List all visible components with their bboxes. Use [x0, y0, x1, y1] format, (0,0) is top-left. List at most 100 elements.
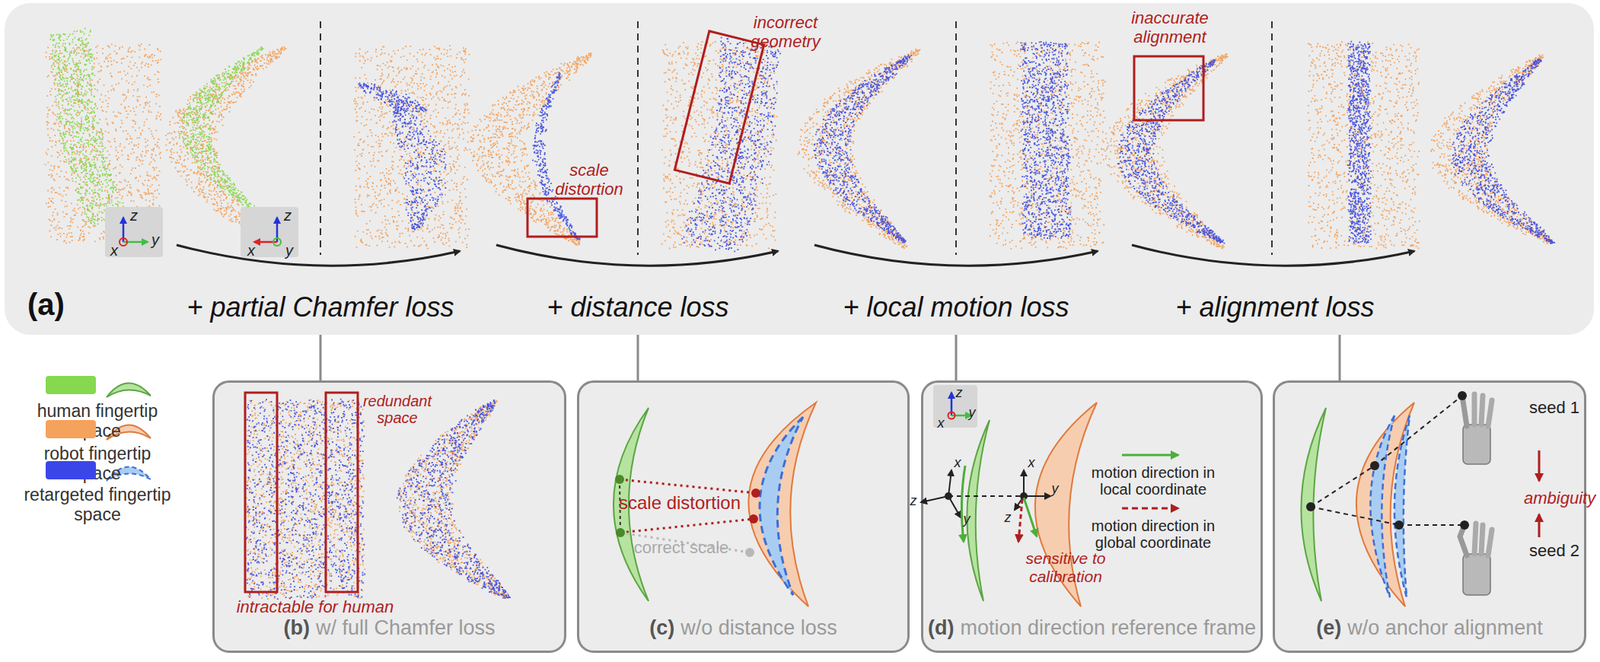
- point: [1370, 461, 1380, 471]
- robot-finger: [1481, 395, 1483, 425]
- caption: (c)w/o distance loss: [579, 617, 908, 641]
- legend-note: motion direction in global coordinate: [1084, 517, 1222, 552]
- seed-label: seed 2: [1527, 541, 1581, 561]
- axis-x: [948, 412, 956, 420]
- legend-swatch: [45, 461, 96, 480]
- separator: [319, 21, 322, 255]
- axis-label: x: [950, 455, 965, 471]
- legend-arrow: [1121, 454, 1179, 457]
- point-cloud: [1102, 53, 1229, 249]
- caption-text: w/ full Chamfer loss: [315, 616, 496, 640]
- panel-tag: (a): [27, 287, 96, 322]
- annotation: redundant space: [359, 392, 436, 428]
- point-cloud: [661, 41, 779, 249]
- robot-finger: [1462, 395, 1467, 427]
- axis-label: z: [952, 385, 966, 401]
- panel-tag: (e): [1316, 616, 1342, 640]
- leader: [1310, 465, 1375, 507]
- annotation: incorrect geometry: [739, 13, 832, 51]
- point-cloud: [392, 106, 447, 231]
- panel-e-illustration: [1300, 391, 1540, 607]
- point-cloud: [532, 72, 581, 241]
- point-cloud: [49, 28, 129, 226]
- point-cloud: [1430, 54, 1553, 246]
- frame-axis: [948, 470, 952, 497]
- panel-c-illustration: [613, 402, 816, 607]
- axis-label: x: [1024, 455, 1039, 471]
- point-cloud: [245, 398, 366, 600]
- robot-finger: [1472, 394, 1478, 425]
- point-cloud: [353, 44, 470, 249]
- panel-tag: (d): [927, 616, 954, 640]
- point-cloud: [1451, 58, 1556, 245]
- separator: [955, 21, 957, 255]
- point-cloud: [1019, 41, 1071, 240]
- highlight-box: [1134, 56, 1204, 121]
- point-cloud: [1307, 41, 1421, 249]
- motion-arrow: [1018, 499, 1023, 542]
- panel-tag: (c): [649, 616, 675, 640]
- retargeted-shape: [1370, 415, 1395, 598]
- retargeted-shape: [1394, 415, 1410, 598]
- point-cloud: [1347, 41, 1372, 244]
- connector: [637, 334, 640, 381]
- annotation: sensitive to calibration: [1012, 549, 1119, 586]
- point-cloud: [797, 48, 922, 249]
- red-arrow: [1538, 450, 1541, 482]
- point-cloud: [1451, 58, 1556, 245]
- point: [751, 488, 761, 498]
- leader: [619, 479, 756, 494]
- axis-icon: [105, 207, 299, 258]
- connector: [1338, 334, 1342, 381]
- axis-label: z: [906, 493, 921, 509]
- curved-arrow: [496, 245, 778, 266]
- caption-text: w/o anchor alignment: [1347, 616, 1543, 640]
- leader: [1310, 395, 1465, 526]
- axis-label: y: [965, 404, 979, 421]
- point-clouds: [44, 28, 1556, 600]
- robot-shape: [748, 402, 816, 607]
- caption: (d)motion direction reference frame: [923, 617, 1261, 641]
- point-cloud: [813, 54, 912, 244]
- robot-finger: [1459, 525, 1467, 556]
- leader: [1374, 395, 1463, 466]
- axis-label: z: [1000, 509, 1015, 526]
- point: [1394, 520, 1404, 530]
- axis-label: y: [147, 231, 163, 249]
- curved-arrow: [176, 245, 460, 266]
- point-cloud: [988, 41, 1106, 250]
- axis-label: y: [281, 242, 297, 259]
- legend-swatch: [45, 376, 96, 395]
- point-cloud: [397, 400, 509, 600]
- red-arrow: [1538, 514, 1541, 538]
- point-cloud: [532, 72, 581, 241]
- step-label: + alignment loss: [1107, 292, 1443, 323]
- annotation: intractable for human: [216, 598, 415, 618]
- axis-label: x: [106, 242, 122, 259]
- robot-hand: [1459, 394, 1492, 596]
- seed-label: seed 1: [1527, 398, 1581, 418]
- point-cloud: [178, 46, 265, 214]
- highlight-box: [325, 392, 358, 593]
- step-label: + local motion loss: [788, 292, 1124, 323]
- axis-label: z: [280, 207, 296, 224]
- panel: (a)+ partial Chamfer loss+ distance loss…: [4, 3, 1594, 335]
- robot-shape: [1356, 402, 1415, 607]
- point-cloud: [681, 37, 781, 253]
- point: [1306, 502, 1316, 512]
- point-cloud: [1102, 53, 1229, 249]
- highlight-box: [527, 198, 597, 237]
- point-cloud: [392, 106, 447, 231]
- point-cloud: [358, 82, 428, 113]
- curved-arrow: [176, 245, 1415, 266]
- robot-finger: [1488, 400, 1492, 427]
- point-cloud: [468, 52, 592, 246]
- point-cloud: [178, 46, 265, 214]
- point-cloud: [988, 41, 1106, 250]
- legend-arrow: [1121, 507, 1179, 510]
- point: [1457, 391, 1467, 401]
- curved-arrow: [1131, 245, 1415, 266]
- local-frame: [921, 470, 1051, 518]
- annotation: ambiguity: [1523, 489, 1593, 509]
